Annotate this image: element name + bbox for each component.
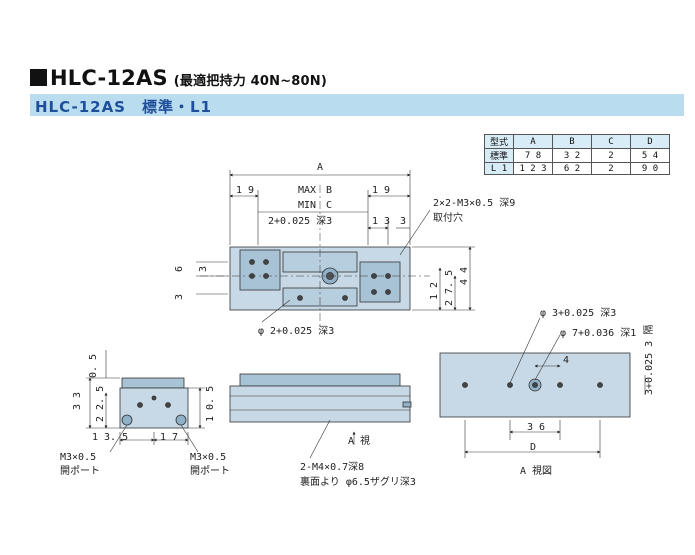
port-left-label: 開ポート [60, 465, 100, 477]
mount-hole [385, 289, 391, 295]
top-view-dimensions [196, 170, 475, 323]
page-title: HLC-12AS (最適把持力 40N~80N) [30, 66, 327, 90]
dim-0-5: 0. 5 [88, 354, 99, 378]
square-bullet-icon [30, 69, 47, 86]
a-view-arrow-label: A 視 [348, 434, 370, 447]
dim-3b: 3 [198, 266, 209, 272]
dim-44: 4 4 [459, 267, 470, 285]
dim-10-5: 1 0. 5 [205, 386, 216, 422]
dim-4: 4 [563, 355, 569, 366]
m4-note: 2-M4×0.7深8 [300, 461, 364, 473]
spec-table: 型式 A B C D 標準 7 8 3 2 2 5 4 L 1 1 2 3 6 … [484, 134, 670, 175]
port-right-label: 開ポート [190, 465, 230, 477]
dim-6: 6 [174, 266, 185, 272]
mount-hole [342, 295, 348, 301]
mount-hole [249, 259, 255, 265]
pin-hole-note-2: 取付穴 [433, 211, 463, 224]
top-view-left-jaw [239, 249, 281, 291]
grip-force-note: (最適把持力 40N~80N) [173, 74, 328, 89]
phi-3-note: φ 3+0.025 深3 [540, 307, 616, 319]
phi-7-note: φ 7+0.036 深1 [560, 327, 636, 339]
spec-cell: 9 0 [630, 162, 670, 175]
variant-band: HLC-12AS 標準・L1 [30, 94, 684, 116]
dim-17: 1 7 [160, 432, 178, 443]
dim-22-5: 2 2. 5 [95, 386, 106, 422]
end-view-dimensions [86, 350, 205, 453]
dim-13-5: 1 3. 5 [92, 432, 128, 443]
dim-27-5: 2 7. 5 [444, 270, 455, 306]
dim-max-b: MAX B [298, 185, 332, 196]
bottom-view [439, 352, 631, 418]
top-view [200, 185, 430, 330]
dim-d: D [530, 442, 536, 453]
dim-min-c: MIN C [298, 200, 332, 211]
front-view [229, 373, 412, 423]
spec-col-header: C [591, 134, 631, 149]
dim-3: 3 [400, 216, 406, 227]
port-left-icon [121, 414, 133, 426]
spec-header-row: 型式 A B C D [484, 134, 670, 149]
counterbore-note: 裏面より φ6.5ザグリ深3 [300, 475, 416, 488]
spec-cell: 1 2 3 [513, 162, 553, 175]
dim-19-left: 1 9 [236, 185, 254, 196]
end-view [119, 377, 189, 429]
phi-2-note: φ 2+0.025 深3 [258, 325, 334, 337]
front-view-leader [309, 419, 356, 459]
mount-hole [371, 289, 377, 295]
dim-a-label: A [317, 162, 323, 173]
pin-depth-note: 2+0.025 深3 [268, 215, 332, 227]
spec-row: L 1 1 2 3 6 2 2 9 0 [484, 162, 670, 175]
m3-right-label: M3×0.5 [190, 452, 226, 463]
port-right-icon [175, 414, 187, 426]
dim-13: 1 3 [372, 216, 390, 227]
top-view-right-jaw [359, 261, 401, 303]
dim-3c: 3 [174, 294, 185, 300]
dim-19-right: 1 9 [372, 185, 390, 196]
pin-hole-note: 2×2-M3×0.5 深9 [433, 197, 515, 209]
spec-col-header: 型式 [484, 134, 514, 149]
dim-36: 3 6 [527, 422, 545, 433]
mount-hole [263, 259, 269, 265]
m3-left-label: M3×0.5 [60, 452, 96, 463]
spec-cell: 標準 [484, 148, 514, 163]
dim-12: 1 2 [429, 282, 440, 300]
spec-cell: L 1 [484, 162, 514, 175]
model-name: HLC-12AS [50, 66, 168, 90]
dim-33: 3 3 [72, 392, 83, 410]
bottom-right-dim: 3+0.025 3 隔 [643, 325, 655, 395]
front-view-body [229, 385, 411, 423]
mount-hole [297, 295, 303, 301]
bottom-view-dimensions [464, 317, 646, 458]
a-view-caption: A 視図 [520, 464, 552, 477]
variant-label: HLC-12AS 標準・L1 [35, 98, 212, 116]
spec-col-header: A [513, 134, 553, 149]
